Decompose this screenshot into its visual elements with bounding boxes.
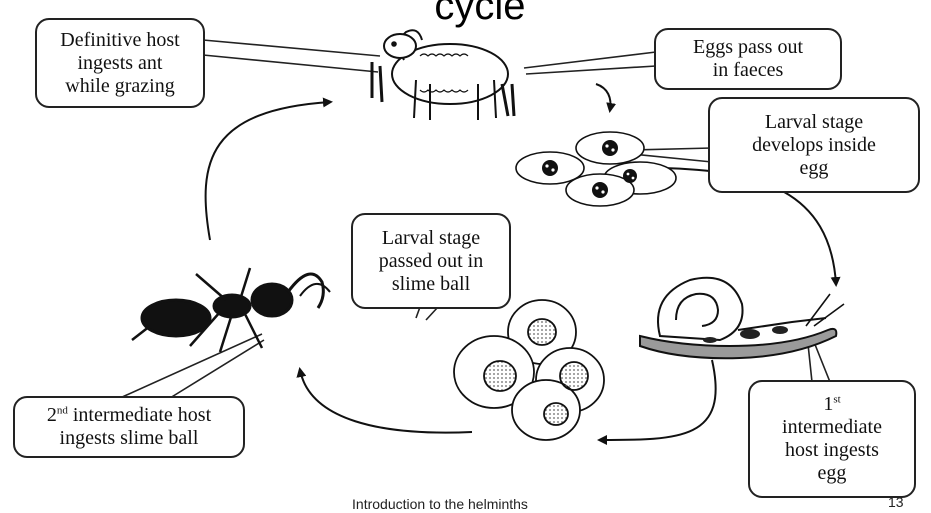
callout-definitive-line1: Definitive host [60,29,179,52]
callout-eggs-line1: Eggs pass out [693,36,803,59]
callout-definitive-host: Definitive host ingests ant while grazin… [35,18,205,108]
slide-footer: Introduction to the helminths [300,496,580,512]
callout-slime-line1: Larval stage [379,227,483,250]
callout-first-line2: intermediate [782,416,882,439]
callout-first-intermediate-host: 1st intermediate host ingests egg [748,380,916,498]
callout-larval-develops-line1: Larval stage [752,111,876,134]
callout-second-intermediate-host: 2nd intermediate host ingests slime ball [13,396,245,458]
callout-first-line3: host ingests [782,439,882,462]
page-number: 13 [888,494,904,510]
arrow-ant-to-sheep [206,102,330,240]
callout-second-line1-rest: intermediate host [68,404,211,426]
ant-icon [132,268,330,352]
callout-slime-line3: slime ball [379,273,483,296]
pointer-definitive-host [203,40,380,72]
callout-second-line2: ingests slime ball [47,427,211,450]
sheep-icon [372,30,514,120]
arrow-snail-to-slime [600,360,716,440]
pointer-first-host [808,342,830,382]
callout-slime-ball: Larval stage passed out in slime ball [351,213,511,309]
slime-ball-icon [454,300,604,440]
callout-larval-develops: Larval stage develops inside egg [708,97,920,193]
callout-second-line1: 2nd intermediate host [47,404,211,427]
callout-eggs-pass-out: Eggs pass out in faeces [654,28,842,90]
arrow-sheep-to-eggs [596,84,610,110]
callout-slime-line2: passed out in [379,250,483,273]
callout-definitive-line2: ingests ant [60,52,179,75]
pointer-eggs-pass [524,52,656,74]
callout-first-prefix: 1 [823,393,833,415]
callout-first-line1: 1st [782,393,882,416]
callout-first-superscript: st [833,393,840,405]
callout-second-superscript: nd [57,404,68,416]
egg-cluster-icon [516,132,676,206]
callout-larval-develops-line2: develops inside [752,134,876,157]
callout-definitive-line3: while grazing [60,75,179,98]
callout-second-prefix: 2 [47,404,57,426]
arrow-slime-to-ant [300,370,472,433]
callout-first-line4: egg [782,462,882,485]
callout-larval-develops-line3: egg [752,157,876,180]
snail-icon [640,278,844,359]
callout-eggs-line2: in faeces [693,59,803,82]
